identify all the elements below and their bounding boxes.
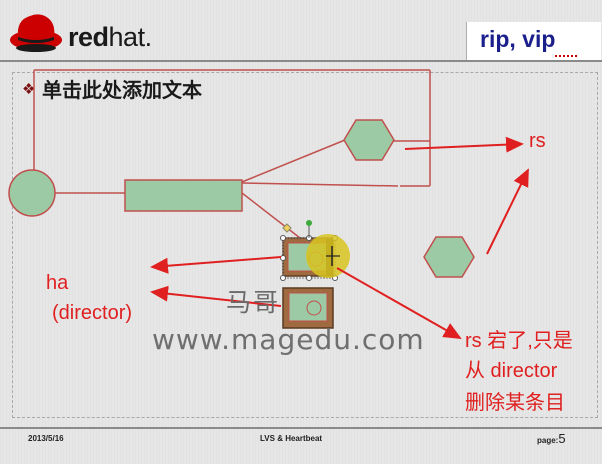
spellcheck-underline (555, 55, 577, 57)
resize-handle (280, 235, 286, 241)
director-node-backup (282, 287, 334, 329)
arrow-to-ha (150, 256, 282, 274)
redhat-fedora-icon (10, 14, 62, 52)
rs-server-hexagon-top (343, 119, 395, 161)
label-rs-note-line2: 从 director (465, 360, 558, 382)
label-rs-note-line1: rs 宕了,只是 (465, 330, 573, 352)
link-lower-line (241, 192, 301, 239)
footer-page-number: page:5 (537, 431, 566, 446)
footer-title: LVS & Heartbeat (260, 434, 323, 443)
switch-node (124, 179, 243, 212)
label-ha: ha (46, 272, 69, 294)
watermark-chinese: 马哥 (226, 288, 281, 317)
footer-divider (0, 427, 602, 429)
connector-lines (33, 69, 431, 239)
watermark-url: www.magedu.com (152, 323, 425, 356)
bullet-icon: ❖ (22, 81, 36, 98)
label-rs: rs (529, 130, 546, 152)
annotation-arrows (150, 136, 529, 339)
arrow-to-rs (404, 136, 524, 153)
content-placeholder-text[interactable]: 单击此处添加文本 (42, 78, 202, 102)
header-divider (0, 60, 602, 62)
resize-handle (306, 275, 312, 281)
title-background (466, 22, 601, 62)
rotate-handle (306, 220, 312, 226)
resize-handle (280, 255, 286, 261)
adjust-handle (282, 223, 292, 233)
content-placeholder-frame[interactable] (12, 72, 598, 418)
rs-server-hexagon-bottom (423, 236, 475, 278)
client-node (8, 169, 56, 217)
slide-title[interactable]: rip, vip (480, 26, 556, 52)
arrow-to-rs-note (336, 267, 462, 339)
resize-handle (280, 275, 286, 281)
link-middle-line (241, 182, 399, 187)
link-upper-line (241, 139, 346, 183)
label-rs-note-line3: 删除某条目 (465, 392, 565, 414)
redhat-wordmark: redhat. (68, 22, 152, 52)
arrow-to-director (150, 285, 282, 307)
label-director: (director) (52, 302, 133, 324)
footer-date: 2013/5/16 (28, 434, 64, 443)
arrow-up-to-rs (486, 168, 529, 255)
